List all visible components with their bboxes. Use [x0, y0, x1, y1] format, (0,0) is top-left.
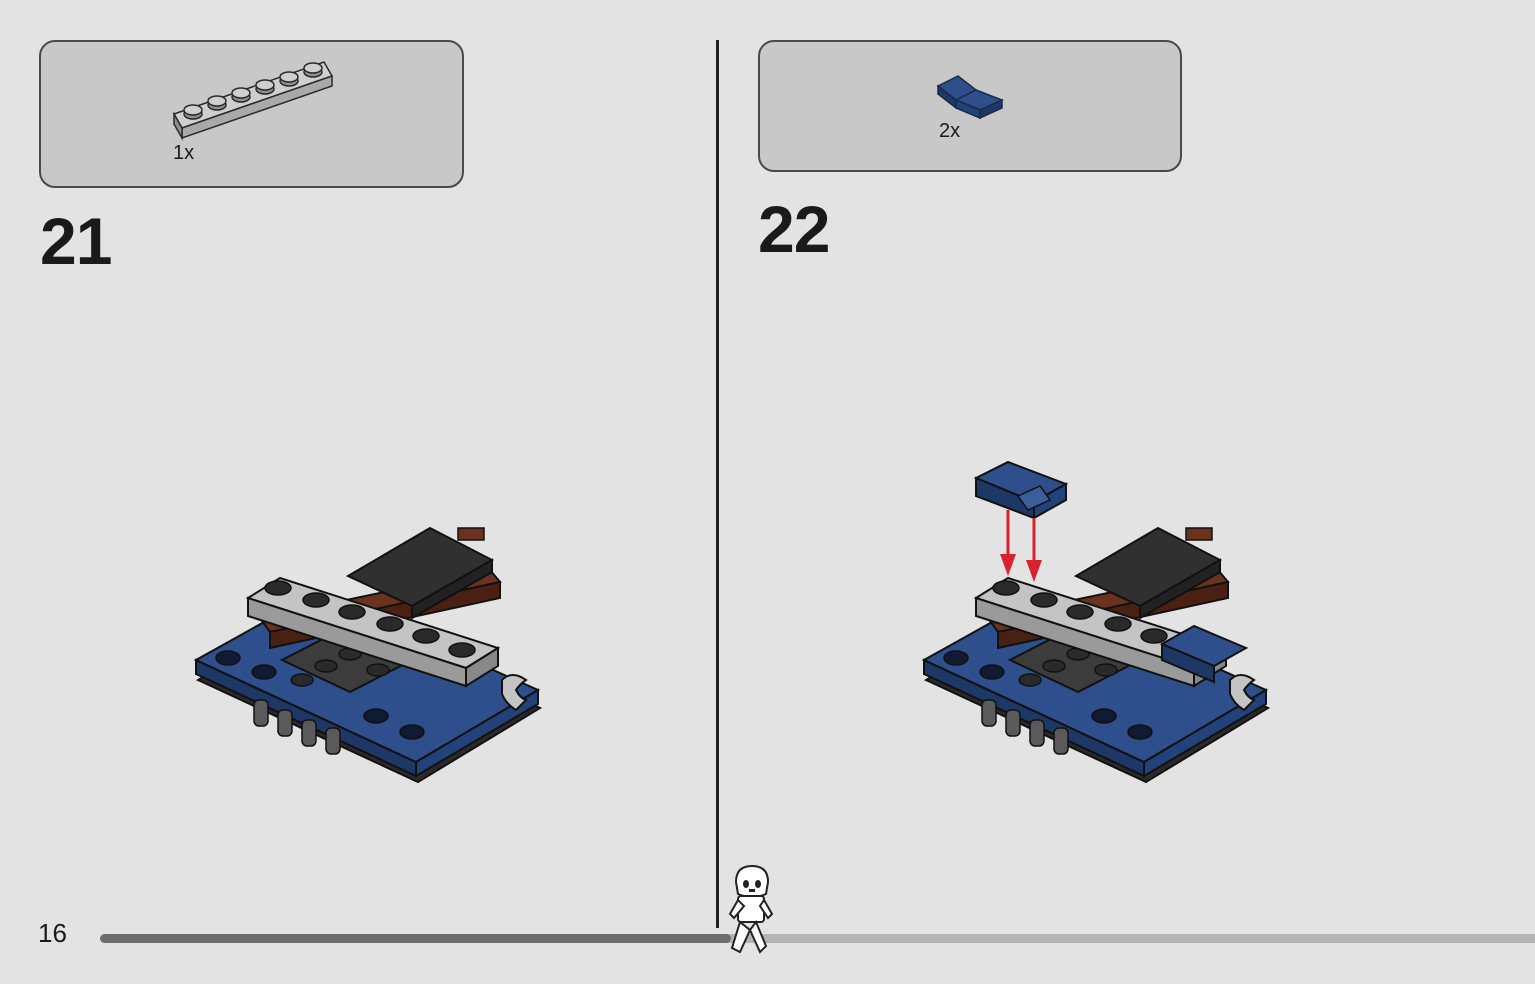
part-quantity: 1x — [173, 142, 195, 164]
step-21-model-illustration — [193, 526, 543, 784]
step-number-22: 22 — [758, 192, 830, 266]
dark-blue-curved-slope-icon — [936, 75, 1004, 120]
step-22-model-illustration — [921, 460, 1271, 784]
page-number: 16 — [38, 918, 67, 948]
dark-blue-slope-piece — [973, 460, 1069, 520]
step-number-21: 21 — [40, 204, 112, 278]
step-21-parts-callout: 1x — [39, 40, 464, 188]
light-gray-plate-icon — [172, 61, 334, 141]
page-divider — [716, 40, 719, 928]
stormtrooper-minifig-icon — [728, 864, 774, 954]
placement-arrows — [1000, 510, 1042, 582]
progress-bar — [100, 934, 1535, 943]
part-quantity: 2x — [939, 120, 961, 142]
progress-fill — [100, 934, 732, 943]
step-22-parts-callout: 2x — [758, 40, 1182, 172]
